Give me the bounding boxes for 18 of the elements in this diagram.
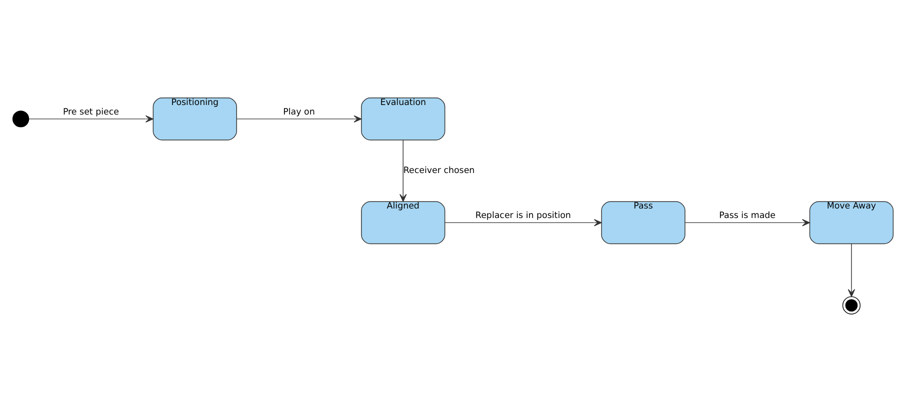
arrow <box>236 114 362 122</box>
node-circle <box>12 110 30 127</box>
edge-label: Replacer is in position <box>475 210 571 221</box>
arrow <box>444 218 602 226</box>
node-box: Pass <box>601 200 686 244</box>
edge-label: Play on <box>283 106 315 117</box>
node-box: Evaluation <box>361 97 446 140</box>
arrow <box>400 139 407 202</box>
edge-label: Receiver chosen <box>403 166 475 176</box>
node-box: Move Away <box>809 200 894 244</box>
edge-label: Pre set piece <box>62 106 119 117</box>
arrow <box>28 114 154 122</box>
arrow <box>684 218 810 226</box>
edge-label: Pass is made <box>719 210 776 221</box>
node-box: Aligned <box>361 200 446 244</box>
node-box: Positioning <box>152 97 237 140</box>
node-bullseye <box>842 296 861 314</box>
arrow <box>848 243 856 297</box>
